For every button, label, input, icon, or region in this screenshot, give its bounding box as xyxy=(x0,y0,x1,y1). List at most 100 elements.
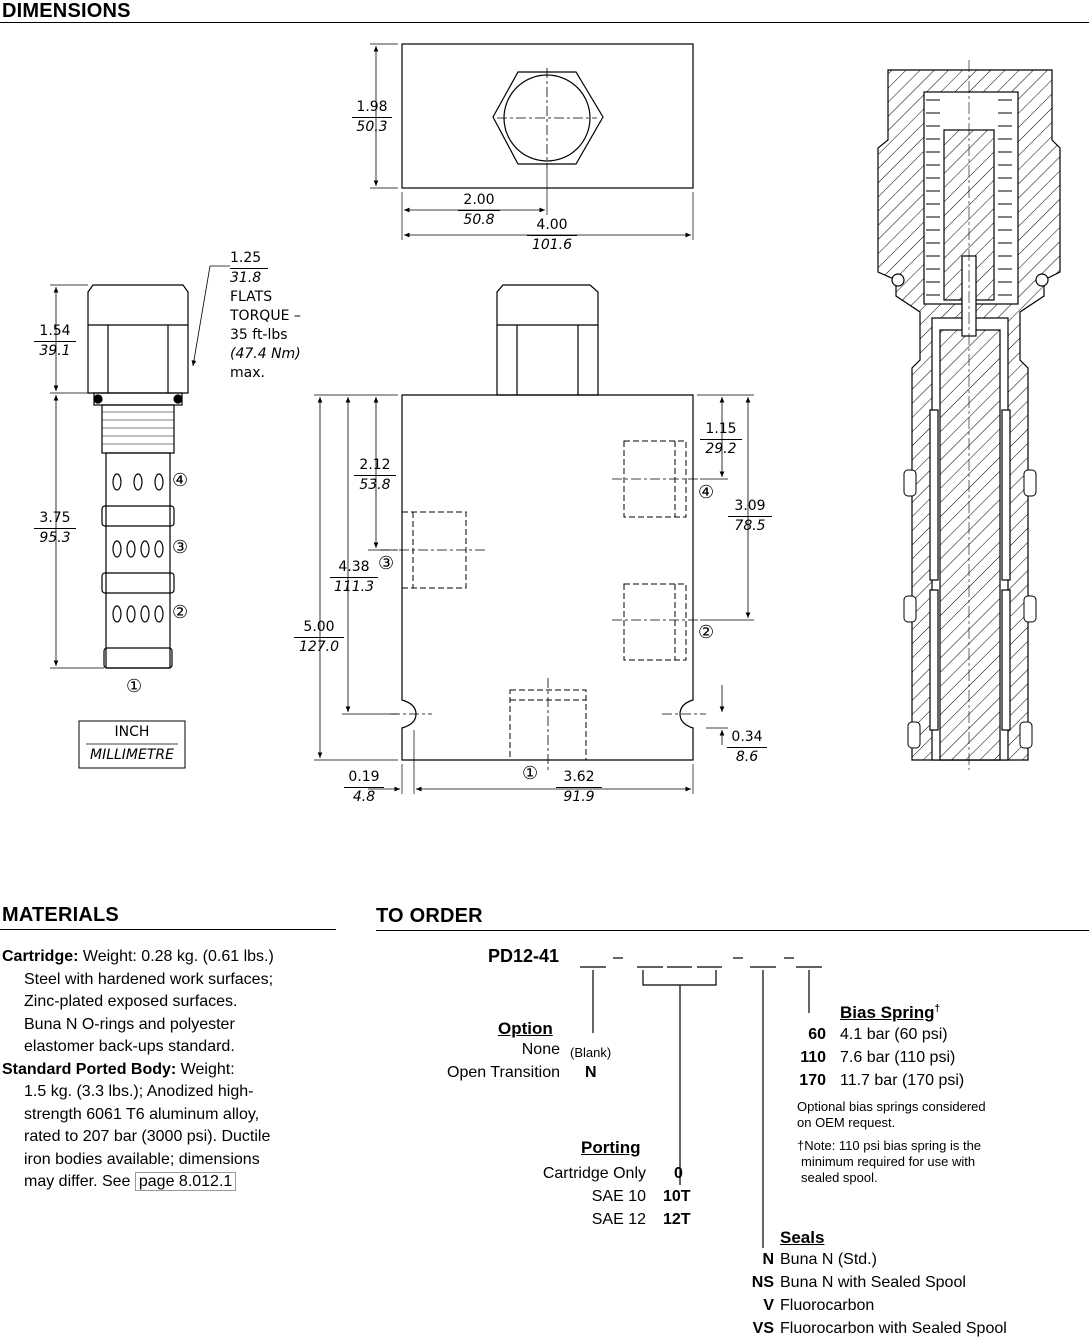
seal-v-code: V xyxy=(763,1297,774,1314)
dim-value-inch: 1.98 xyxy=(352,98,392,118)
materials-last-line: may differ. See page 8.012.1 xyxy=(2,1171,337,1194)
dim-value-mm: 101.6 xyxy=(531,237,573,253)
cartridge-section-view xyxy=(877,60,1061,770)
option-title: Option xyxy=(498,1019,553,1038)
unit-legend-box xyxy=(78,720,186,769)
cartridge-weight-line: Cartridge: Weight: 0.28 kg. (0.61 lbs.) xyxy=(2,946,337,969)
seal-v-label: Fluorocarbon xyxy=(780,1297,875,1314)
note-line: max. xyxy=(230,365,265,381)
dim-flats-note: 1.25 31.8 FLATS TORQUE – 35 ft-lbs (47.4… xyxy=(230,249,301,383)
dim-value-mm: 53.8 xyxy=(359,477,391,493)
dim-value-mm: 29.2 xyxy=(705,441,737,457)
top-view xyxy=(370,43,694,240)
note-line: sealed spool. xyxy=(801,1170,878,1185)
legend-inch: INCH xyxy=(114,724,150,740)
dim-body-4-38: 4.38 111.3 xyxy=(330,558,378,597)
dim-body-1-15: 1.15 29.2 xyxy=(700,420,742,459)
dimension-drawings xyxy=(50,43,1061,794)
dim-body-0-34: 0.34 8.6 xyxy=(727,728,767,767)
dim-value-inch: 1.54 xyxy=(34,322,76,342)
materials-line: Zinc-plated exposed surfaces. xyxy=(24,993,238,1010)
note-line: 35 ft-lbs xyxy=(230,327,288,343)
bias-170-label: 11.7 bar (170 psi) xyxy=(840,1072,965,1089)
dim-value-inch: 4.38 xyxy=(330,558,378,578)
materials-line: rated to 207 bar (3000 psi). Ductile xyxy=(24,1128,271,1145)
dim-value-inch: 4.00 xyxy=(527,216,577,236)
dim-value-mm: 78.5 xyxy=(734,518,766,534)
dim-value-inch: 0.34 xyxy=(727,728,767,748)
seals-title: Seals xyxy=(780,1228,825,1247)
dim-value-mm: 50.8 xyxy=(463,212,495,228)
dim-value-mm: 31.8 xyxy=(230,270,262,286)
dim-value-mm: 8.6 xyxy=(735,749,759,765)
body-weight-line: Standard Ported Body: Weight: xyxy=(2,1059,337,1082)
port-2-label: ② xyxy=(172,602,189,623)
porting-cartridge-label: Cartridge Only xyxy=(542,1165,646,1182)
dim-value-inch: 0.19 xyxy=(344,768,384,788)
bias-110-note: †Note: 110 psi bias spring is the minimu… xyxy=(797,1138,981,1186)
bias-60-code: 60 xyxy=(808,1026,826,1043)
dim-value-inch: 1.15 xyxy=(700,420,742,440)
page-reference-link[interactable]: page 8.012.1 xyxy=(134,1172,237,1191)
bias-spring-title-text: Bias Spring xyxy=(840,1003,935,1022)
dim-body-0-19: 0.19 4.8 xyxy=(344,768,384,807)
dim-value-inch: 2.12 xyxy=(354,456,396,476)
dim-value-inch: 3.09 xyxy=(728,497,772,517)
materials-line: Buna N O-rings and polyester xyxy=(24,1015,235,1033)
port-3-label: ③ xyxy=(172,537,189,558)
dim-value-mm: 91.9 xyxy=(563,789,595,805)
port-1-label: ① xyxy=(126,676,143,697)
port-4-label: ④ xyxy=(172,470,189,491)
dimensions-heading: DIMENSIONS xyxy=(2,0,131,22)
note-line: †Note: 110 psi bias spring is the xyxy=(797,1138,982,1153)
seal-n-label: Buna N (Std.) xyxy=(780,1251,877,1268)
bias-110-code: 110 xyxy=(800,1049,826,1066)
dim-body-3-09: 3.09 78.5 xyxy=(728,497,772,536)
dim-value-inch: 3.75 xyxy=(34,509,76,529)
porting-title: Porting xyxy=(581,1138,641,1157)
materials-rule xyxy=(0,929,336,930)
dim-value-mm: 127.0 xyxy=(298,639,340,655)
dim-cartridge-hex: 1.54 39.1 xyxy=(34,322,76,361)
dim-top-width: 4.00 101.6 xyxy=(527,216,577,255)
seal-n-code: N xyxy=(762,1251,774,1268)
dimensions-rule xyxy=(0,22,1089,23)
dim-value-mm: 4.8 xyxy=(352,789,376,805)
dim-body-3-62: 3.62 91.9 xyxy=(556,768,602,807)
dim-value-mm: 95.3 xyxy=(39,530,71,546)
model-code: PD12-41 xyxy=(488,946,560,966)
body-front-view xyxy=(314,284,754,794)
dim-value-inch: 3.62 xyxy=(556,768,602,788)
option-none-label: None xyxy=(521,1041,560,1058)
body-port-1-label: ① xyxy=(522,763,539,784)
dim-body-5-00: 5.00 127.0 xyxy=(294,618,344,657)
porting-cartridge-code: 0 xyxy=(674,1165,683,1182)
dim-top-height: 1.98 50.3 xyxy=(352,98,392,137)
materials-text: Cartridge: Weight: 0.28 kg. (0.61 lbs.) … xyxy=(2,946,337,1194)
bias-170-code: 170 xyxy=(799,1072,826,1089)
body-label: Standard Ported Body: xyxy=(2,1060,177,1078)
note-line: Optional bias springs considered xyxy=(797,1099,986,1114)
body-port-3-label: ③ xyxy=(378,553,395,574)
materials-line: Steel with hardened work surfaces; xyxy=(24,970,274,988)
seal-vs-code: VS xyxy=(752,1320,774,1337)
dim-body-2-12: 2.12 53.8 xyxy=(354,456,396,495)
materials-line: iron bodies available; dimensions xyxy=(24,1150,260,1168)
seal-ns-code: NS xyxy=(751,1274,774,1291)
materials-line: Weight: 0.28 kg. (0.61 lbs.) xyxy=(78,948,274,965)
seal-ns-label: Buna N with Sealed Spool xyxy=(780,1274,966,1291)
option-open-transition-label: Open Transition xyxy=(447,1064,560,1081)
bias-spring-dagger: † xyxy=(934,1003,941,1015)
materials-line: may differ. See xyxy=(24,1173,135,1190)
materials-line: 1.5 kg. (3.3 lbs.); Anodized high- xyxy=(24,1083,254,1100)
option-none-code: (Blank) xyxy=(570,1045,612,1060)
bias-110-label: 7.6 bar (110 psi) xyxy=(840,1049,956,1066)
porting-sae12-label: SAE 12 xyxy=(591,1211,646,1228)
dim-value-inch: 2.00 xyxy=(458,191,500,211)
note-line: TORQUE – xyxy=(230,308,301,324)
to-order-rule xyxy=(376,930,1089,931)
materials-line: elastomer back-ups standard. xyxy=(24,1038,235,1055)
dim-value-mm: 50.3 xyxy=(356,119,388,135)
materials-line: Weight: xyxy=(176,1060,235,1078)
dim-top-half-width: 2.00 50.8 xyxy=(458,191,500,230)
